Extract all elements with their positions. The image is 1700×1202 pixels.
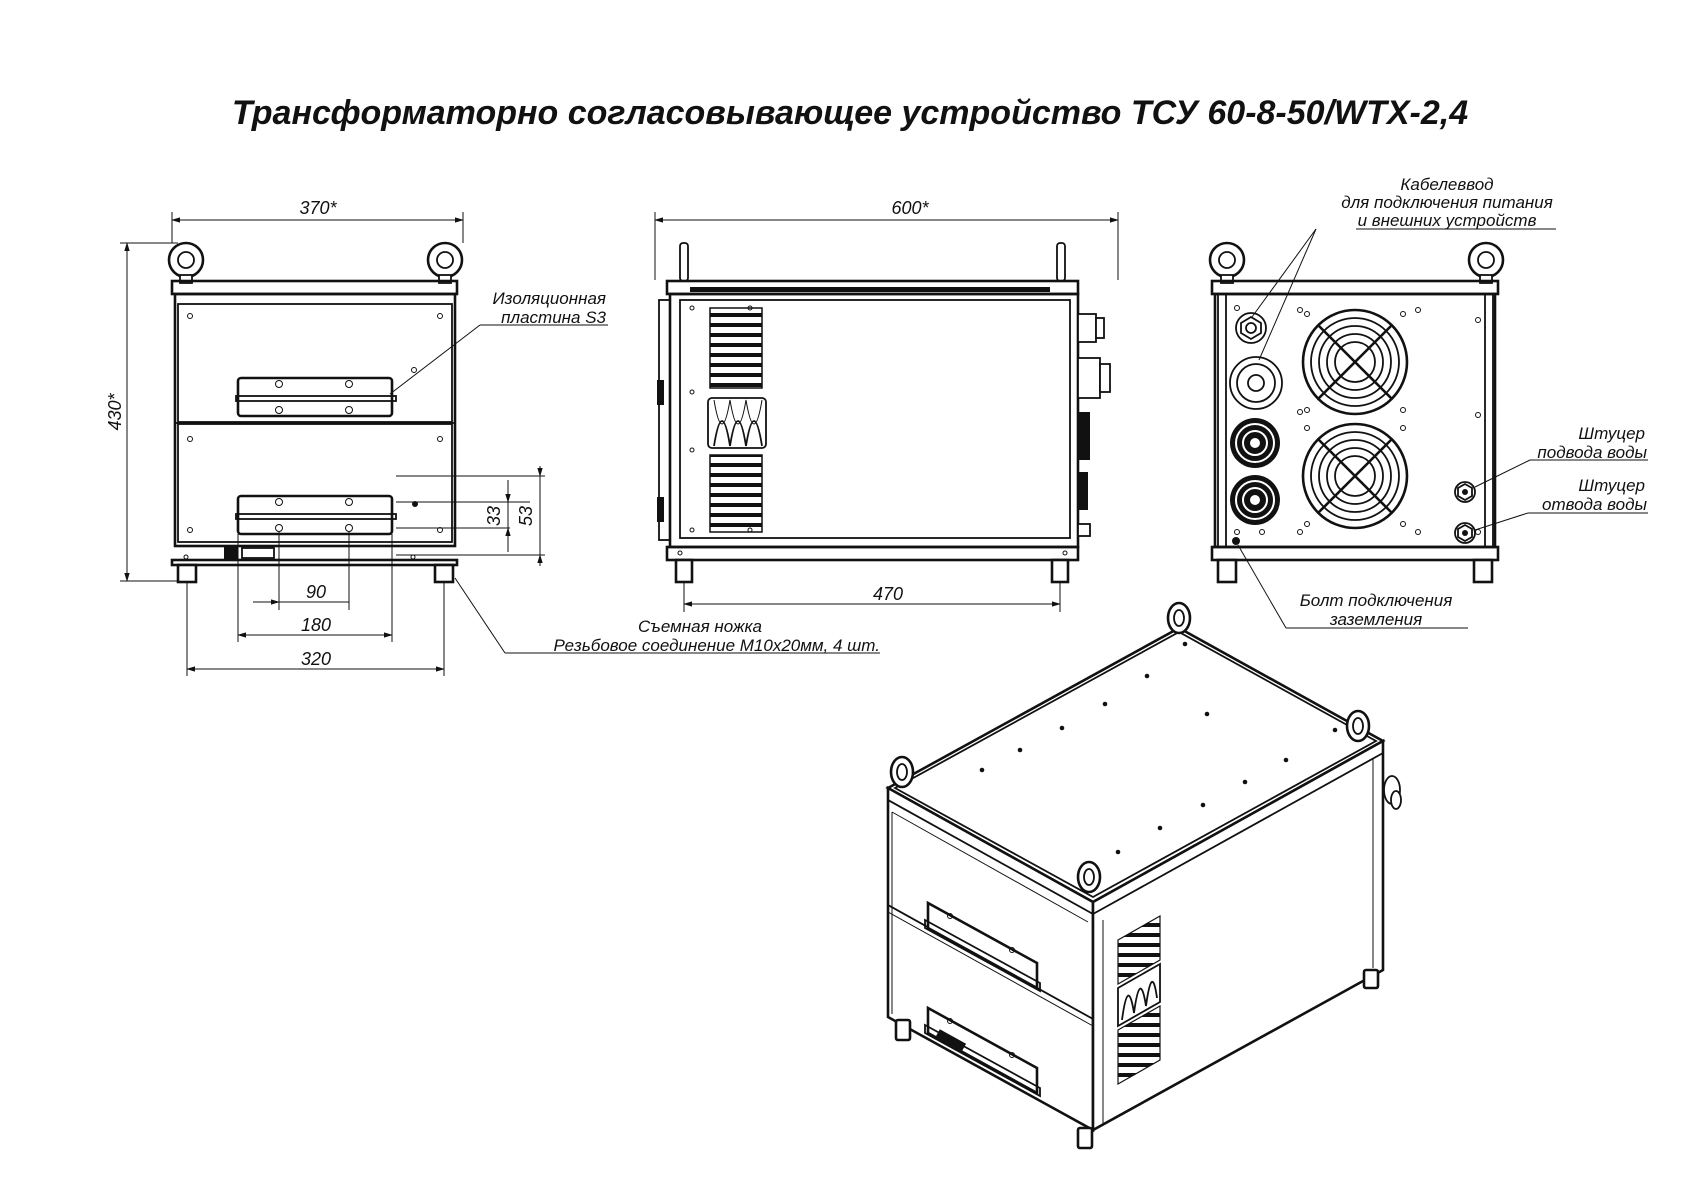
label-water-out-line2: отвода воды bbox=[1542, 495, 1647, 514]
label-cable-gland-line1: Кабелеввод bbox=[1400, 175, 1493, 194]
label-feet-line2: Резьбовое соединение М10х20мм, 4 шт. bbox=[554, 636, 881, 655]
eye-bolt-icon bbox=[167, 241, 205, 284]
label-ground-bolt-line1: Болт подключения bbox=[1300, 591, 1453, 610]
dim-320: 320 bbox=[301, 649, 331, 669]
grommet-icon bbox=[1230, 418, 1280, 468]
rear-view: Кабелеввод для подключения питания и вне… bbox=[1208, 175, 1648, 629]
dim-53: 53 bbox=[516, 506, 536, 526]
ground-bolt-icon bbox=[1232, 537, 1240, 545]
dim-front-height: 430* bbox=[105, 392, 125, 430]
label-water-out-line1: Штуцер bbox=[1578, 476, 1645, 495]
label-water-in-line2: подвода воды bbox=[1537, 443, 1647, 462]
side-view: 600* 470 bbox=[654, 198, 1119, 612]
label-cable-gland-line3: и внешних устройств bbox=[1358, 211, 1537, 230]
iso-eye-bolt-icon bbox=[1345, 709, 1371, 743]
iso-handle-upper bbox=[924, 900, 1041, 993]
dim-90: 90 bbox=[306, 582, 326, 602]
cooling-coil-icon bbox=[707, 397, 767, 449]
fan-grille-lower-icon bbox=[1301, 422, 1409, 530]
label-feet-line1: Съемная ножка bbox=[638, 617, 762, 636]
water-outlet-fitting-icon bbox=[1454, 522, 1476, 544]
dim-180: 180 bbox=[301, 615, 331, 635]
iso-eye-bolt-icon bbox=[1166, 601, 1192, 635]
dim-front-width: 370* bbox=[299, 198, 337, 218]
eye-bolt-icon bbox=[426, 241, 464, 284]
label-insulation-plate-line1: Изоляционная bbox=[493, 289, 607, 308]
cable-gland-small-icon bbox=[1235, 312, 1267, 344]
label-water-in-line1: Штуцер bbox=[1578, 424, 1645, 443]
dim-side-feet: 470 bbox=[873, 584, 903, 604]
drawing-title: Трансформаторно согласовывающее устройст… bbox=[232, 94, 1468, 132]
handle-lower bbox=[235, 494, 397, 536]
grommet-icon bbox=[1230, 475, 1280, 525]
dim-33: 33 bbox=[484, 506, 504, 526]
iso-eye-bolt-icon bbox=[889, 755, 915, 789]
label-insulation-plate-line2: пластина S3 bbox=[501, 308, 606, 327]
handle-upper bbox=[235, 376, 397, 418]
iso-eye-bolt-icon bbox=[1076, 860, 1102, 894]
iso-coil-icon bbox=[1117, 962, 1161, 1028]
eye-bolt-icon bbox=[1208, 241, 1246, 284]
dim-side-width: 600* bbox=[891, 198, 929, 218]
isometric-view bbox=[885, 601, 1402, 1150]
label-ground-bolt-line2: заземления bbox=[1329, 610, 1422, 629]
fan-grille-upper-icon bbox=[1301, 308, 1409, 416]
eye-bolt-icon bbox=[1467, 241, 1505, 284]
iso-handle-lower bbox=[924, 1005, 1041, 1098]
cable-gland-large-icon bbox=[1229, 356, 1283, 410]
water-inlet-fitting-icon bbox=[1454, 481, 1476, 503]
label-cable-gland-line2: для подключения питания bbox=[1341, 193, 1553, 212]
front-view: 370* 430* 33 53 90 180 320 bbox=[105, 198, 880, 676]
